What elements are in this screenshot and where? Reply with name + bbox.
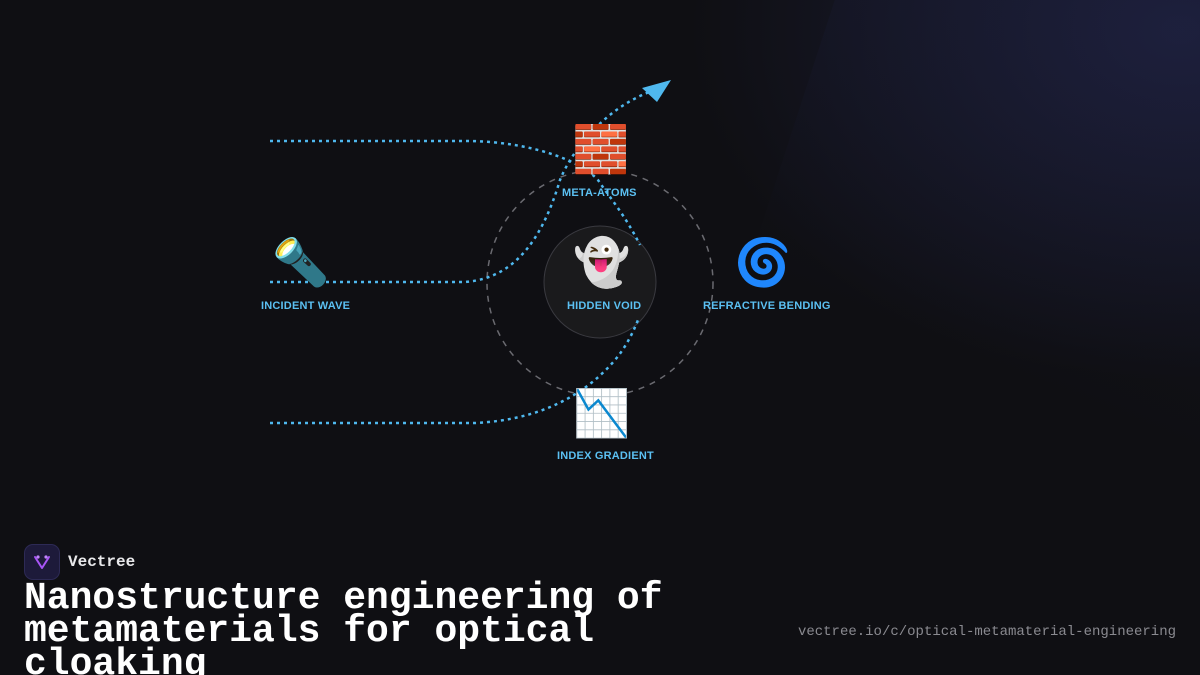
refractive-bending-label: REFRACTIVE BENDING	[703, 300, 831, 312]
spiral-icon: 🌀	[734, 235, 792, 289]
brick-icon: 🧱	[572, 122, 630, 176]
brand-name: Vectree	[68, 553, 136, 571]
ray-top	[270, 139, 642, 246]
vectree-logo-icon	[24, 544, 60, 580]
index-gradient-label: INDEX GRADIENT	[557, 450, 654, 462]
ghost-icon: 👻	[573, 235, 631, 289]
flashlight-icon: 🔦	[272, 235, 330, 289]
ray-arrowhead	[642, 80, 671, 102]
ray-middle	[270, 89, 653, 284]
meta-atoms-label: META-ATOMS	[562, 187, 637, 199]
page-title: Nanostructure engineering of metamateria…	[24, 577, 663, 675]
page-url: vectree.io/c/optical-metamaterial-engine…	[797, 624, 1176, 640]
ray-bottom	[270, 319, 640, 425]
hidden-void-disc	[543, 225, 657, 339]
brand: Vectree	[24, 544, 135, 580]
cloak-ring	[486, 169, 714, 397]
incident-wave-label: INCIDENT WAVE	[261, 300, 351, 312]
hidden-void-label: HIDDEN VOID	[567, 300, 642, 312]
chart-decreasing-icon: 📉	[573, 386, 631, 440]
